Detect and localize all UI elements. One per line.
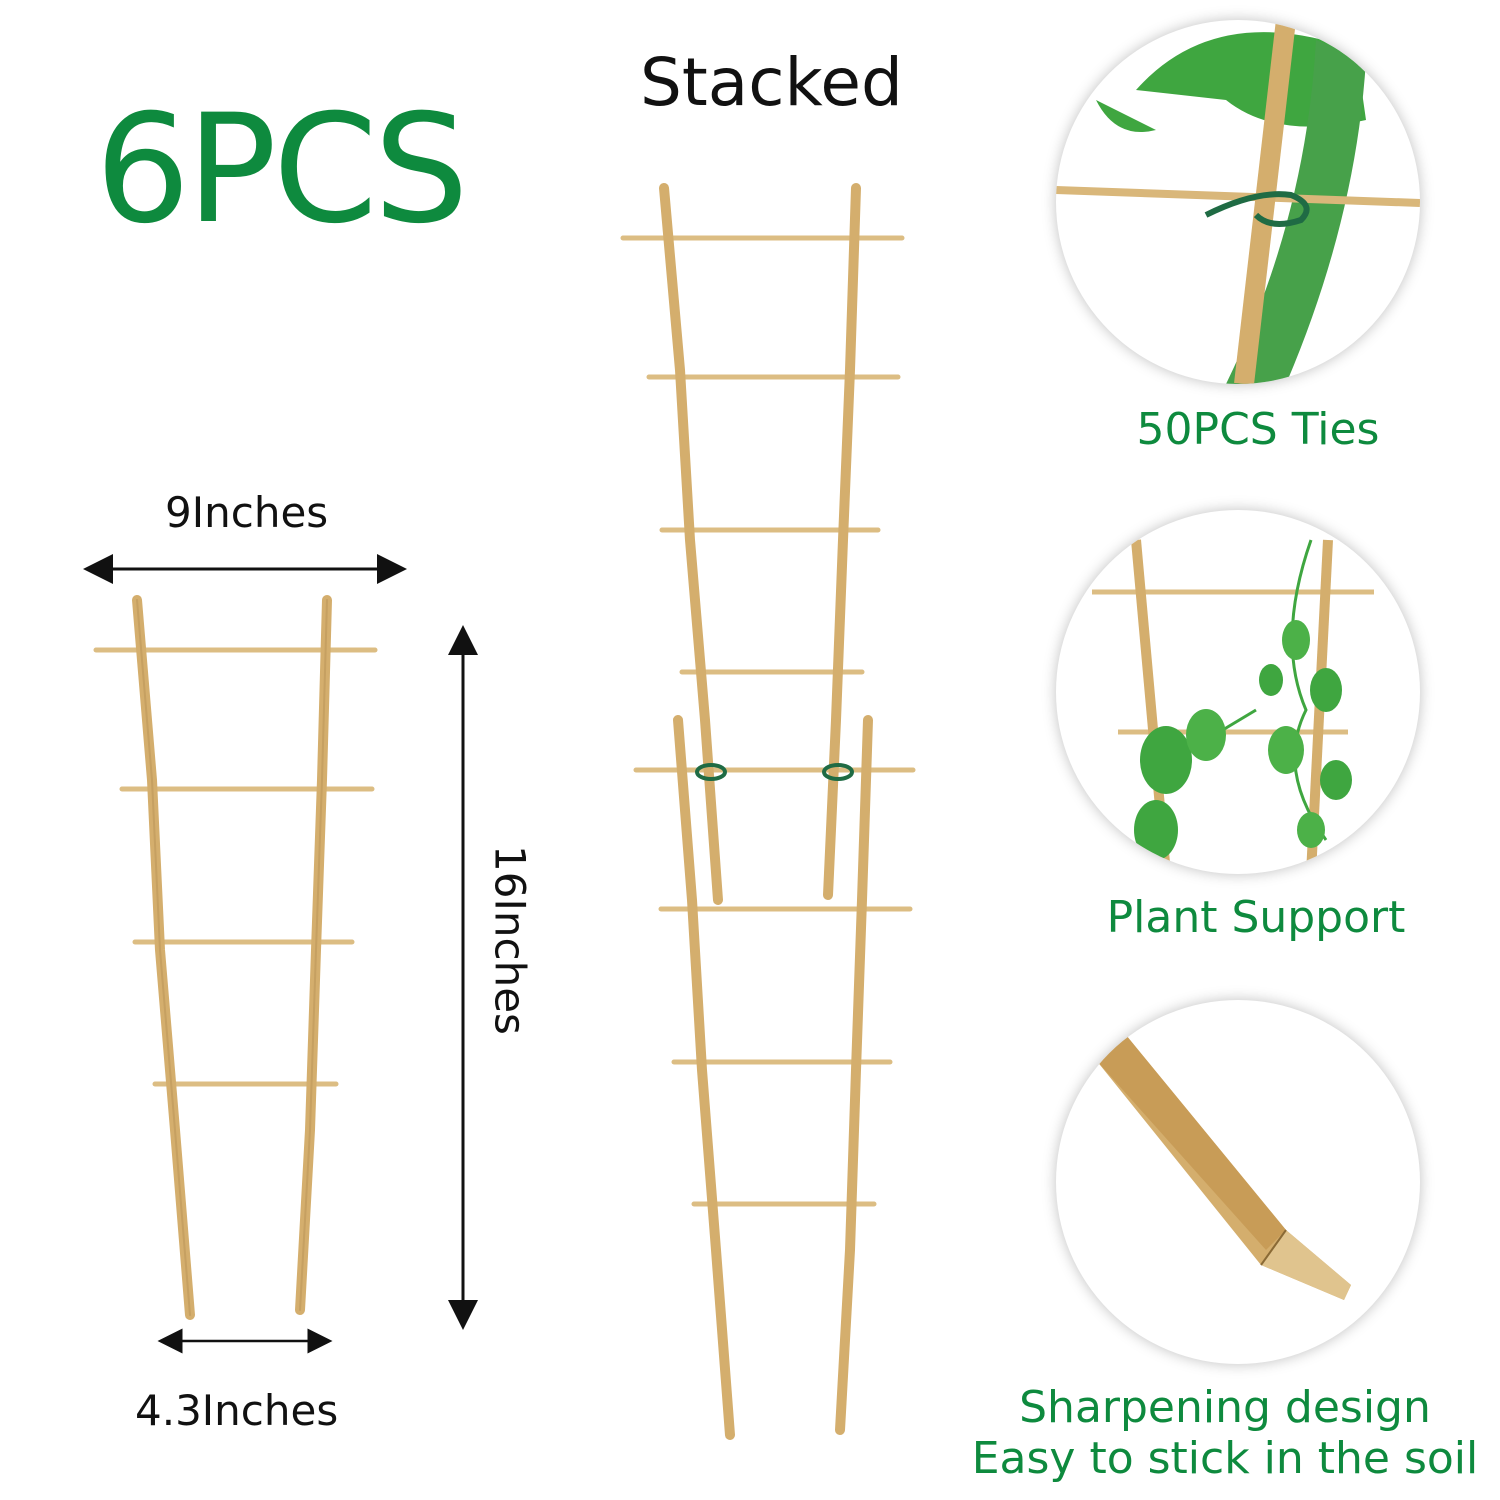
tie-closeup-icon bbox=[1056, 20, 1420, 384]
product-count-title: 6PCS bbox=[95, 83, 469, 257]
feature-sharpened-label-line2: Easy to stick in the soil bbox=[971, 1432, 1479, 1484]
stacked-title: Stacked bbox=[640, 44, 903, 121]
width-top-label: 9Inches bbox=[165, 488, 329, 537]
feature-ties-image bbox=[1056, 20, 1420, 384]
climbing-plant-icon bbox=[1092, 539, 1374, 874]
feature-sharpened-image bbox=[1056, 1000, 1420, 1364]
feature-support-label: Plant Support bbox=[1106, 892, 1406, 943]
feature-ties-label: 50PCS Ties bbox=[1136, 404, 1380, 455]
width-bottom-label: 4.3Inches bbox=[135, 1386, 339, 1435]
feature-sharpened-label: Sharpening design Easy to stick in the s… bbox=[960, 1382, 1490, 1484]
feature-support-image bbox=[1056, 510, 1420, 874]
feature-sharpened-label-line1: Sharpening design bbox=[1019, 1382, 1431, 1433]
sharpened-stake-icon bbox=[1096, 1035, 1351, 1300]
